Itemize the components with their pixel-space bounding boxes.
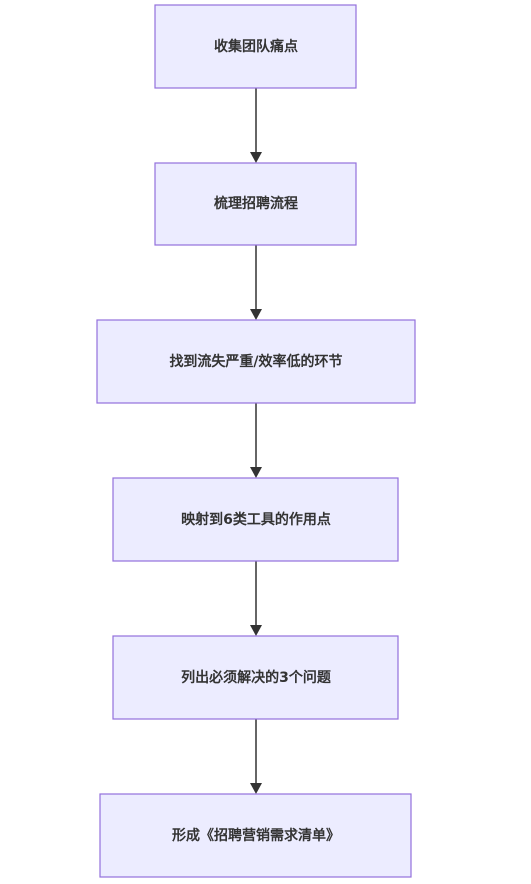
edge-n1-n2 — [250, 88, 262, 163]
flow-node-list-three-problems: 列出必须解决的3个问题 — [112, 635, 399, 720]
node-label: 梳理招聘流程 — [214, 195, 298, 212]
node-label: 收集团队痛点 — [214, 38, 298, 55]
flow-node-find-weak-stages: 找到流失严重/效率低的环节 — [96, 319, 416, 404]
edge-n2-n3 — [250, 245, 262, 320]
node-label: 列出必须解决的3个问题 — [181, 669, 332, 686]
flow-node-form-requirements-list: 形成《招聘营销需求清单》 — [99, 793, 412, 878]
flow-node-collect-pain-points: 收集团队痛点 — [154, 4, 357, 89]
node-label: 映射到6类工具的作用点 — [181, 511, 331, 528]
edges — [250, 88, 262, 794]
edge-n5-n6 — [250, 719, 262, 794]
node-label: 找到流失严重/效率低的环节 — [169, 353, 342, 370]
flow-node-map-to-tools: 映射到6类工具的作用点 — [112, 477, 399, 562]
flow-node-sort-recruiting-process: 梳理招聘流程 — [154, 162, 357, 246]
nodes: 收集团队痛点 梳理招聘流程 找到流失严重/效率低的环节 映射到6类工具的作用点 … — [96, 4, 416, 878]
node-label: 形成《招聘营销需求清单》 — [172, 827, 340, 844]
edge-n4-n5 — [250, 561, 262, 636]
edge-n3-n4 — [250, 403, 262, 478]
